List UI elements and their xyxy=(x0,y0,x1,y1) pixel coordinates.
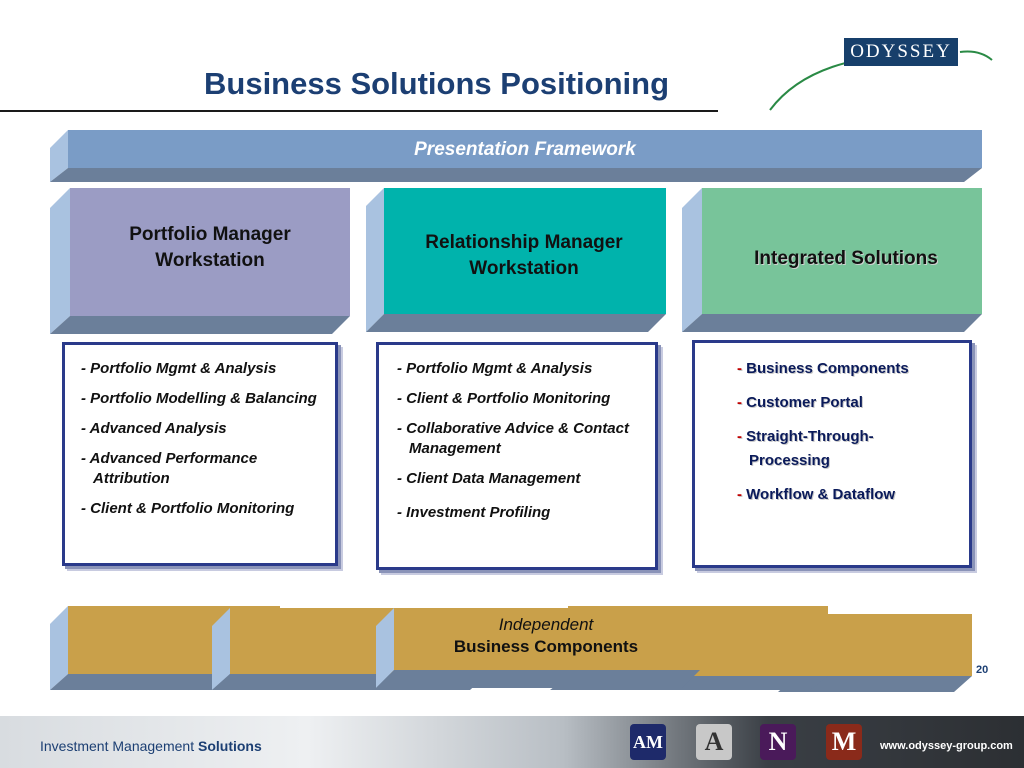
brand-a-icon: A xyxy=(696,724,732,760)
footer-tagline: Investment Management Solutions xyxy=(40,738,262,754)
column-2-box xyxy=(366,188,666,332)
list-item: - Investment Profiling xyxy=(397,504,551,521)
column-2-title: Relationship Manager Workstation xyxy=(425,232,623,279)
page-number: 20 xyxy=(976,664,989,676)
list-item: - Workflow & Dataflow xyxy=(737,486,896,503)
brand-n-icon: N xyxy=(760,724,796,760)
presentation-framework-bar xyxy=(50,130,982,182)
title-underline xyxy=(0,110,718,112)
brand-am-icon: AM xyxy=(630,724,666,760)
business-components-text: Business Components xyxy=(453,637,639,656)
list-item: - Collaborative Advice & Contact Managem… xyxy=(397,420,629,457)
page-title: Business Solutions Positioning xyxy=(204,66,670,101)
column-2-list: - Portfolio Mgmt & Analysis - Client & P… xyxy=(376,342,658,570)
list-item: - Portfolio Mgmt & Analysis xyxy=(81,360,277,377)
column-1-title: Portfolio Manager Workstation xyxy=(129,224,291,271)
list-item: - Client & Portfolio Monitoring xyxy=(397,390,611,407)
list-item: - Advanced Analysis xyxy=(81,420,227,437)
presentation-framework-label: Presentation Framework xyxy=(414,139,636,160)
list-item: - Straight-Through-Processing xyxy=(737,428,874,469)
footer-url: www.odyssey-group.com xyxy=(880,740,1013,752)
business-components-label: Independent Business Components xyxy=(396,615,696,657)
column-1-list: - Portfolio Mgmt & Analysis - Portfolio … xyxy=(62,342,338,566)
odyssey-logo: ODYSSEY xyxy=(844,38,958,66)
column-3-box xyxy=(682,188,982,332)
column-3-title: Integrated Solutions xyxy=(754,248,938,269)
column-1-box xyxy=(50,188,350,334)
brand-m-icon: M xyxy=(826,724,862,760)
list-item: - Portfolio Mgmt & Analysis xyxy=(397,360,593,377)
list-item: - Client Data Management xyxy=(397,470,581,487)
list-item: - Customer Portal xyxy=(737,394,863,411)
list-item: - Portfolio Modelling & Balancing xyxy=(81,390,317,407)
list-item: - Client & Portfolio Monitoring xyxy=(81,500,295,517)
independent-label: Independent xyxy=(498,615,594,634)
list-item: - Business Components xyxy=(737,360,909,377)
business-components-blocks xyxy=(50,606,972,692)
list-item: - Advanced Performance Attribution xyxy=(81,450,258,487)
column-3-list: - Business Components - Customer Portal … xyxy=(692,340,972,568)
